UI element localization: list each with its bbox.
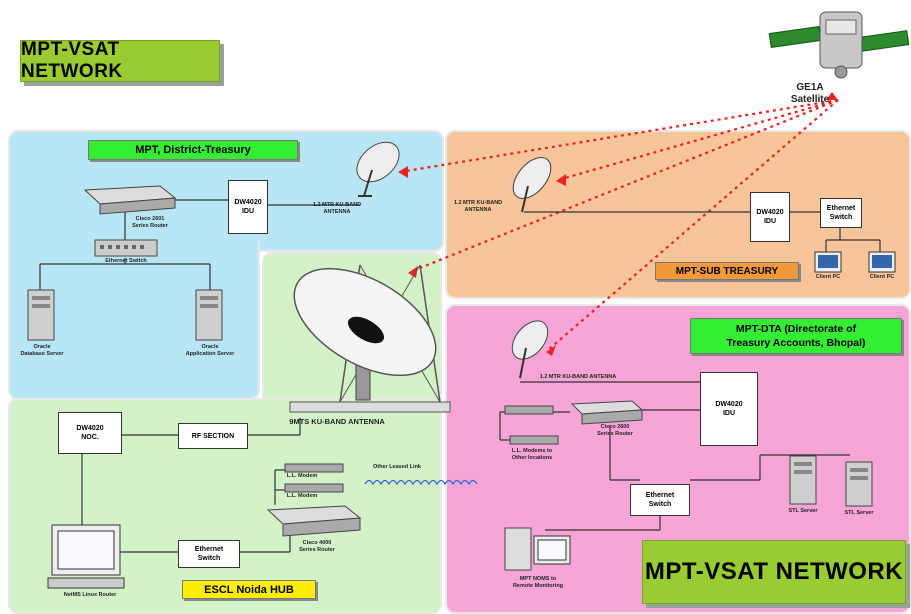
district-dish-icon [356, 141, 400, 197]
sub-pc-icons [814, 251, 896, 273]
dta-dish-icon [511, 320, 549, 379]
sub-idu-box: DW4020 IDU [750, 192, 790, 242]
district-db-server-label: Oracle Database Server [20, 344, 64, 357]
dta-stl2-label: STL Server [844, 510, 874, 516]
sub-treasury-tag: MPT-SUB TREASURY [655, 262, 799, 280]
sub-pc1-label: Client PC [815, 274, 841, 280]
hub-router-label: Cisco 4000 Series Router [299, 540, 335, 553]
hub-noc-box: DW4020 NOC. [58, 412, 122, 454]
hub-rf-box: RF SECTION [178, 423, 248, 449]
hub-tag: ESCL Noida HUB [182, 580, 316, 599]
dta-monitor-icon [504, 527, 571, 571]
district-db-server-icon [27, 289, 55, 341]
leased-link-icon [364, 479, 478, 486]
dta-idu-box: DW4020 IDU [700, 372, 758, 446]
satellite-icon [768, 11, 910, 79]
district-antenna-label: 1.2 MTR KU-BAND ANTENNA [312, 202, 362, 215]
district-switch-label: Ethernet Switch [105, 258, 147, 264]
district-router-label: Cisco 2601 Series Router [132, 216, 168, 229]
dta-switch-box: Ethernet Switch [630, 484, 690, 516]
district-router-icon [83, 185, 177, 215]
dta-router-icon [570, 400, 644, 425]
dta-tag: MPT-DTA (Directorate of Treasury Account… [690, 318, 902, 354]
dta-stl1-label: STL Server [788, 508, 818, 514]
dta-router-label: Cisco 2600 Series Router [597, 424, 633, 437]
dta-stl-server-1-icon [789, 455, 817, 505]
hub-modem2-label: L.L. Modem [286, 493, 318, 499]
sub-dish-icon [512, 157, 552, 213]
district-app-server-label: Oracle Application Server [185, 344, 235, 357]
hub-leased-label: Other Leased Link [373, 464, 421, 470]
hub-big-dish-icon [289, 264, 451, 413]
hub-antenna-label: 9MTS KU-BAND ANTENNA [289, 417, 385, 426]
satellite-label: GE1A Satellite [790, 82, 830, 105]
dta-antenna-label: 1.2 MTR KU-BAND ANTENNA [539, 374, 617, 380]
hub-switch-box: Ethernet Switch [178, 540, 240, 568]
footer-title: MPT-VSAT NETWORK [642, 540, 906, 604]
page-title: MPT-VSAT NETWORK [20, 39, 220, 82]
sub-pc2-label: Client PC [869, 274, 895, 280]
district-tag: MPT, District-Treasury [88, 140, 298, 160]
dta-modems-label: L.L. Modems to Other locations [511, 448, 553, 461]
hub-computer-icon [47, 524, 125, 589]
district-idu-box: DW4020 IDU [228, 180, 268, 234]
district-app-server-icon [195, 289, 223, 341]
sub-antenna-label: 1.2 MTR KU-BAND ANTENNA [453, 200, 503, 213]
sub-switch-box: Ethernet Switch [820, 198, 862, 228]
hub-router-icon [266, 505, 362, 537]
hub-modem1-label: L.L. Modem [286, 473, 318, 479]
dta-monitor-label: MPT NOMS to Remote Monitoring [512, 576, 564, 589]
hub-computer-label: NetMS Linux Router [63, 592, 117, 598]
dta-stl-server-2-icon [845, 461, 873, 507]
